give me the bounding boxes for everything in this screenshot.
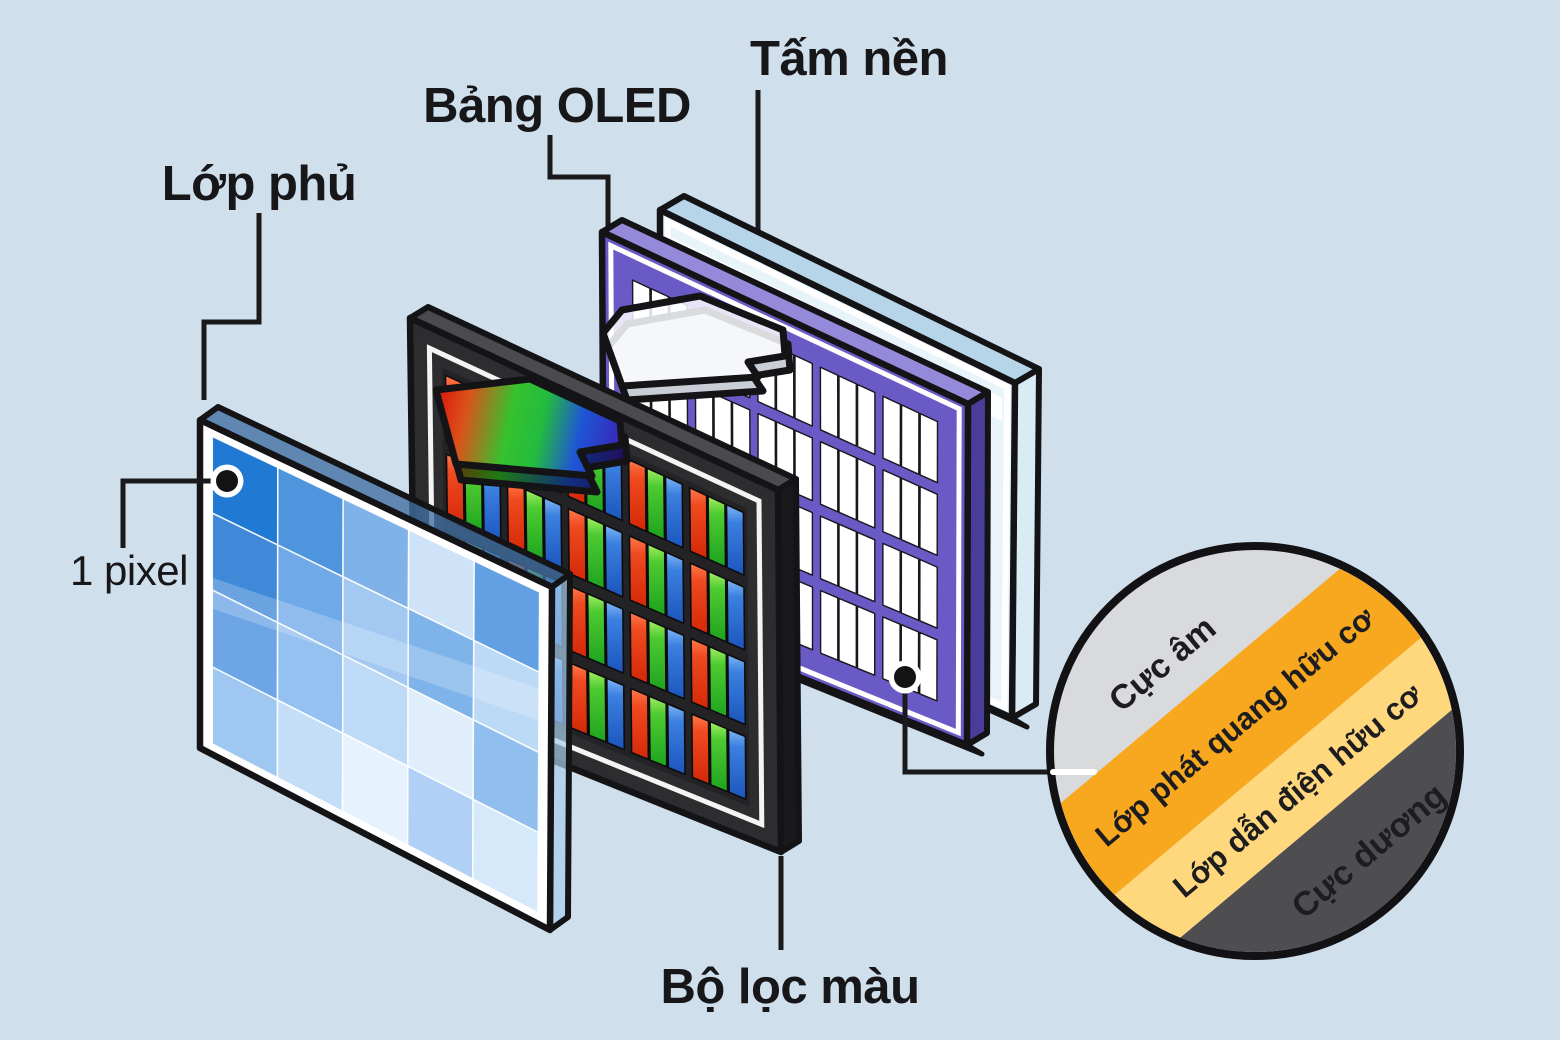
inset-callout-dot [894, 666, 916, 688]
filter-label: Bộ lọc màu [660, 960, 919, 1014]
inset-band-emissive [1054, 550, 1445, 915]
inset-callout-line [902, 677, 1053, 775]
coating-label: Lớp phủ [162, 157, 357, 211]
inset-band-conductive [1091, 618, 1456, 952]
label-connectors [201, 90, 784, 950]
pixel-label: 1 pixel [70, 547, 188, 594]
pixel-callout-line [120, 478, 227, 548]
light-arrow-white [599, 292, 794, 404]
connector-oled [547, 135, 611, 230]
coating-panel [196, 404, 573, 934]
oled-label: Bảng OLED [423, 79, 691, 133]
pixel-callout-dot [216, 470, 238, 492]
pixel-callout [120, 464, 244, 548]
substrate-label: Tấm nền [750, 32, 948, 86]
connector-coating [201, 213, 262, 400]
light-arrow-rgb [432, 375, 631, 496]
inset-callout [888, 660, 1053, 775]
